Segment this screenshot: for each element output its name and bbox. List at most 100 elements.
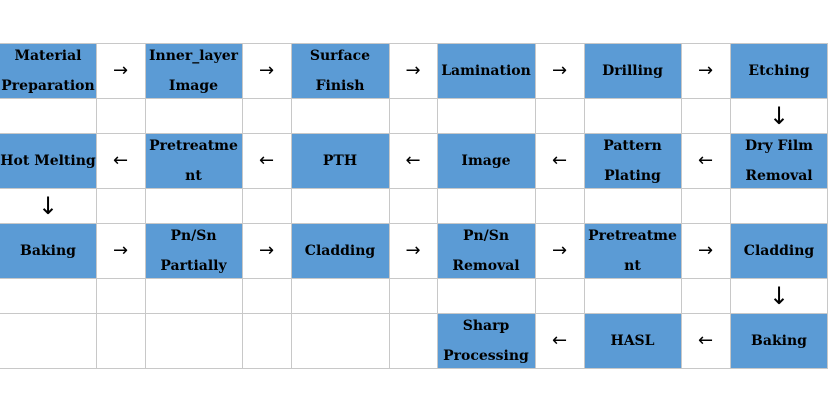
empty-cell (584, 278, 681, 313)
arrow-cell: → (535, 43, 584, 98)
process-step-label: Finish (315, 77, 365, 94)
arrow-right-icon: → (112, 239, 129, 261)
grid-line (0, 368, 828, 369)
process-step: Cladding (730, 223, 828, 278)
empty-cell (389, 188, 437, 223)
grid-line (96, 43, 97, 368)
process-step-label: HASL (610, 332, 655, 349)
grid-line (0, 188, 828, 189)
process-step-label: Dry Film (745, 137, 813, 154)
arrow-left-icon: ← (405, 149, 421, 171)
arrow-left-icon: ← (551, 329, 568, 351)
process-step-label: Cladding (304, 242, 376, 259)
grid-line (437, 43, 438, 368)
grid-line (145, 43, 146, 368)
grid-line (389, 43, 390, 368)
grid-line (0, 278, 828, 279)
process-step-label: Etching (748, 62, 810, 79)
arrow-down-icon: ↓ (37, 191, 59, 220)
process-step-label: Removal (745, 167, 813, 184)
arrow-cell: ← (96, 133, 145, 188)
arrow-cell: → (242, 223, 291, 278)
process-step-label: Processing (443, 347, 529, 364)
empty-cell (145, 98, 242, 133)
empty-cell (145, 278, 242, 313)
arrow-cell: ← (535, 133, 584, 188)
arrow-left-icon: ← (258, 149, 275, 171)
arrow-right-icon: → (697, 59, 714, 81)
grid-line (0, 43, 828, 44)
arrow-cell: → (681, 223, 730, 278)
process-step-label: Pn/Sn (170, 227, 217, 244)
process-step-label: PTH (322, 152, 358, 169)
process-step-label: Removal (452, 257, 520, 274)
arrow-right-icon: → (551, 239, 568, 261)
process-step-label: Pretreatme (588, 227, 677, 244)
arrow-down-icon: ↓ (768, 281, 790, 310)
arrow-cell: ↓ (0, 188, 96, 223)
empty-cell (145, 188, 242, 223)
empty-cell (535, 98, 584, 133)
empty-cell (0, 313, 96, 368)
empty-cell (242, 98, 291, 133)
grid-line (681, 43, 682, 368)
arrow-right-icon: → (112, 59, 129, 81)
process-step-label: Pattern (603, 137, 662, 154)
arrow-left-icon: ← (551, 149, 568, 171)
process-step: Drilling (584, 43, 681, 98)
process-step-label: Inner_layer (149, 47, 238, 64)
process-step: Hot Melting (0, 133, 96, 188)
grid-line (535, 43, 536, 368)
empty-cell (535, 278, 584, 313)
grid-line (0, 313, 828, 314)
empty-cell (535, 188, 584, 223)
arrow-cell: ← (681, 133, 730, 188)
process-step: Etching (730, 43, 828, 98)
empty-cell (584, 98, 681, 133)
grid-line (291, 43, 292, 368)
process-step-label: Preparation (1, 77, 95, 94)
empty-cell (681, 98, 730, 133)
empty-cell (96, 313, 145, 368)
arrow-right-icon: → (258, 239, 275, 261)
arrow-cell: ↓ (730, 98, 828, 133)
process-step: HASL (584, 313, 681, 368)
process-step-label: Partially (160, 257, 227, 274)
process-step-label: Pn/Sn (462, 227, 510, 244)
empty-cell (389, 278, 437, 313)
arrow-right-icon: → (258, 59, 275, 81)
arrow-left-icon: ← (697, 329, 714, 351)
arrow-down-icon: ↓ (768, 101, 790, 130)
empty-cell (242, 313, 291, 368)
process-step: PTH (291, 133, 389, 188)
arrow-cell: → (242, 43, 291, 98)
process-step-label: Surface (309, 47, 371, 64)
empty-cell (584, 188, 681, 223)
grid-line (0, 133, 828, 134)
empty-cell (242, 278, 291, 313)
empty-cell (437, 278, 535, 313)
process-step-label: Image (168, 77, 219, 94)
empty-cell (291, 188, 389, 223)
process-step-label: nt (624, 257, 641, 274)
empty-cell (0, 278, 96, 313)
grid-line (0, 98, 828, 99)
empty-cell (389, 98, 437, 133)
process-step: Pretreatme nt (584, 223, 681, 278)
process-step: Lamination (437, 43, 535, 98)
arrow-cell: ← (535, 313, 584, 368)
empty-cell (0, 98, 96, 133)
grid-line (730, 43, 731, 368)
arrow-cell: → (96, 223, 145, 278)
arrow-right-icon: → (405, 239, 421, 261)
arrow-right-icon: → (551, 59, 568, 81)
empty-cell (730, 188, 828, 223)
